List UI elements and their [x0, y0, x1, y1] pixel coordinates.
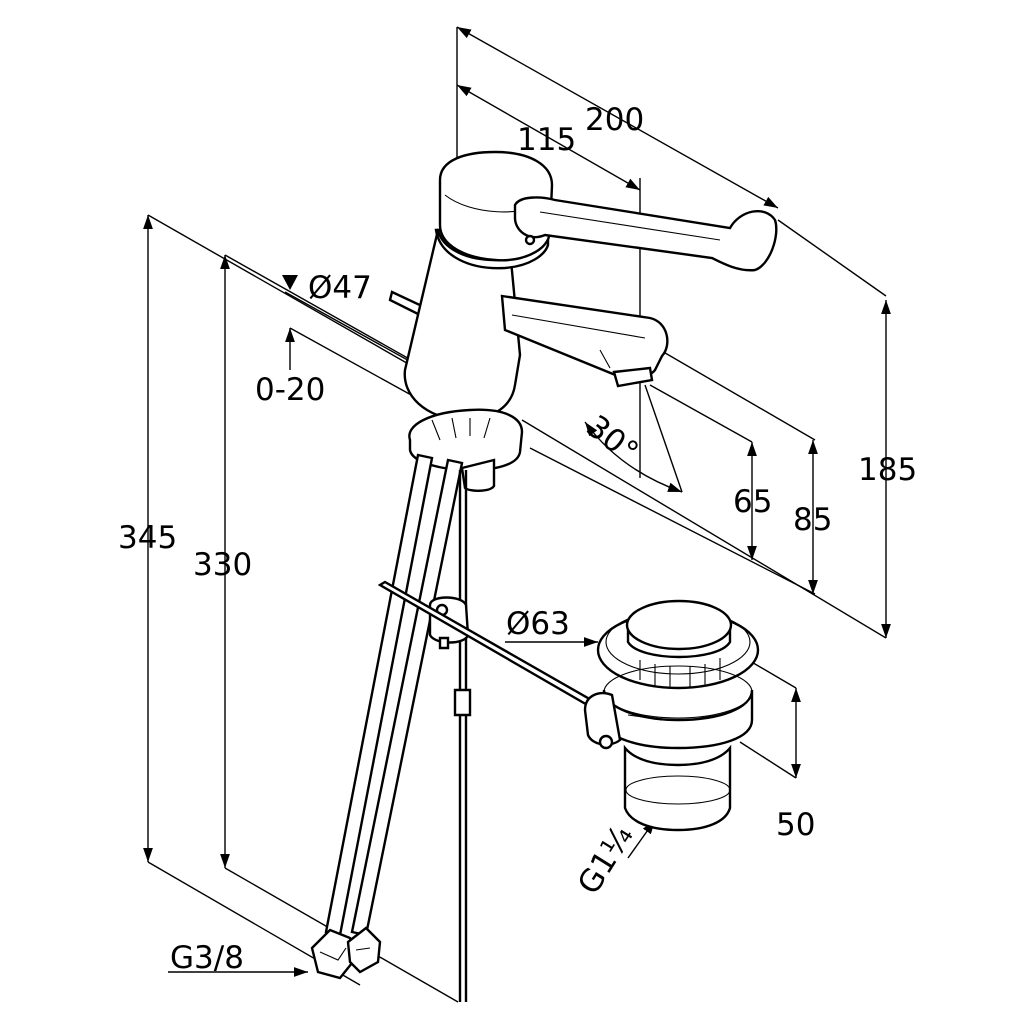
dimension-label-popup-range: 0-20 [255, 372, 325, 408]
dimension-label-50: 50 [776, 807, 815, 843]
dimension-330: 330 [193, 254, 459, 1003]
supply-hoses [310, 453, 464, 980]
dimension-label-30deg: 30° [579, 408, 644, 470]
dimension-label-345: 345 [118, 520, 177, 556]
dimension-label-185: 185 [858, 452, 917, 488]
dimension-85: 85 [529, 349, 832, 595]
popup-linkage [377, 470, 602, 1002]
dimension-label-g38: G3/8 [170, 940, 244, 976]
dimension-label-65: 65 [733, 484, 772, 520]
dimension-dia63: Ø63 [505, 606, 598, 647]
popup-waste [583, 599, 760, 832]
dimension-65: 65 [649, 384, 772, 560]
dimension-dia47: Ø47 [282, 270, 496, 379]
faucet-body [388, 150, 778, 492]
dimension-g38: G3/8 [168, 940, 308, 977]
dimension-30deg: 30° [579, 384, 683, 493]
dimension-label-200: 200 [585, 102, 644, 138]
dimension-label-330: 330 [193, 547, 252, 583]
dimension-label-85: 85 [793, 502, 832, 538]
dimension-g114: G1¼ [571, 819, 656, 901]
dimension-115: 115 [456, 84, 641, 478]
dimension-label-dia63: Ø63 [506, 606, 570, 642]
dimension-label-dia47: Ø47 [308, 270, 372, 306]
dimension-185: 185 [521, 300, 917, 639]
dimension-label-115: 115 [517, 122, 576, 158]
dimension-label-g114: G1¼ [571, 819, 641, 901]
dimension-345: 345 [118, 214, 441, 986]
